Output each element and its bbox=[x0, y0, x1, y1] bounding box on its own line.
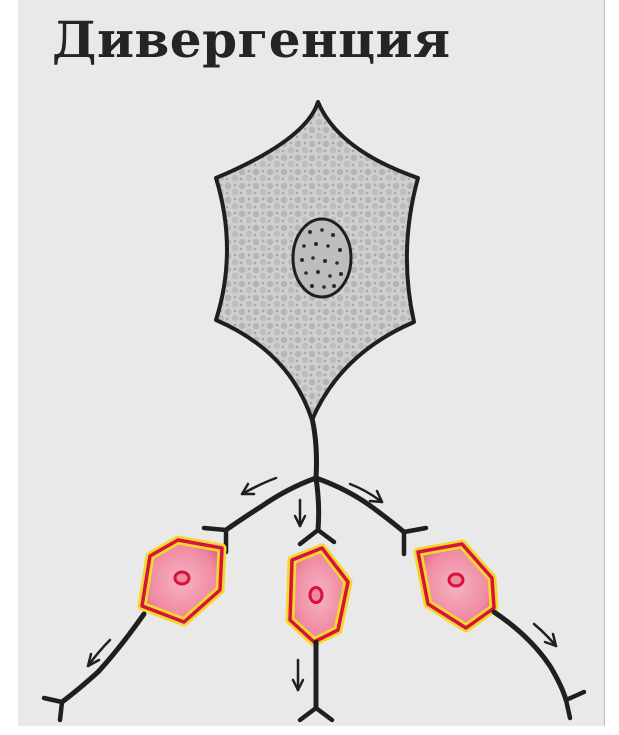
arrow-bottom-middle bbox=[293, 660, 303, 690]
terminal-fork-bottom-right bbox=[566, 692, 584, 718]
terminal-fork-bottom-middle bbox=[300, 708, 332, 720]
presynaptic-neuron bbox=[216, 102, 418, 420]
terminal-fork-middle bbox=[300, 530, 334, 544]
arrow-middle-branch bbox=[295, 500, 305, 526]
axon-branch-right bbox=[316, 478, 404, 532]
axon-branch-middle bbox=[316, 478, 319, 530]
axon-tree bbox=[226, 418, 404, 532]
arrow-bottom-right bbox=[534, 624, 556, 646]
postsynaptic-neuron-right bbox=[418, 544, 494, 628]
postsynaptic-neuron-left bbox=[142, 540, 222, 622]
axon-trunk bbox=[312, 418, 317, 478]
postsynaptic-nucleus-right bbox=[449, 574, 463, 586]
terminal-fork-bottom-left bbox=[44, 698, 62, 720]
postsynaptic-axon-right bbox=[494, 612, 566, 700]
postsynaptic-axon-left bbox=[62, 614, 144, 702]
postsynaptic-nucleus-middle bbox=[310, 588, 322, 603]
postsynaptic-neuron-middle bbox=[290, 548, 348, 642]
postsynaptic-nucleus-left bbox=[175, 572, 189, 584]
arrow-left-branch bbox=[242, 478, 276, 494]
